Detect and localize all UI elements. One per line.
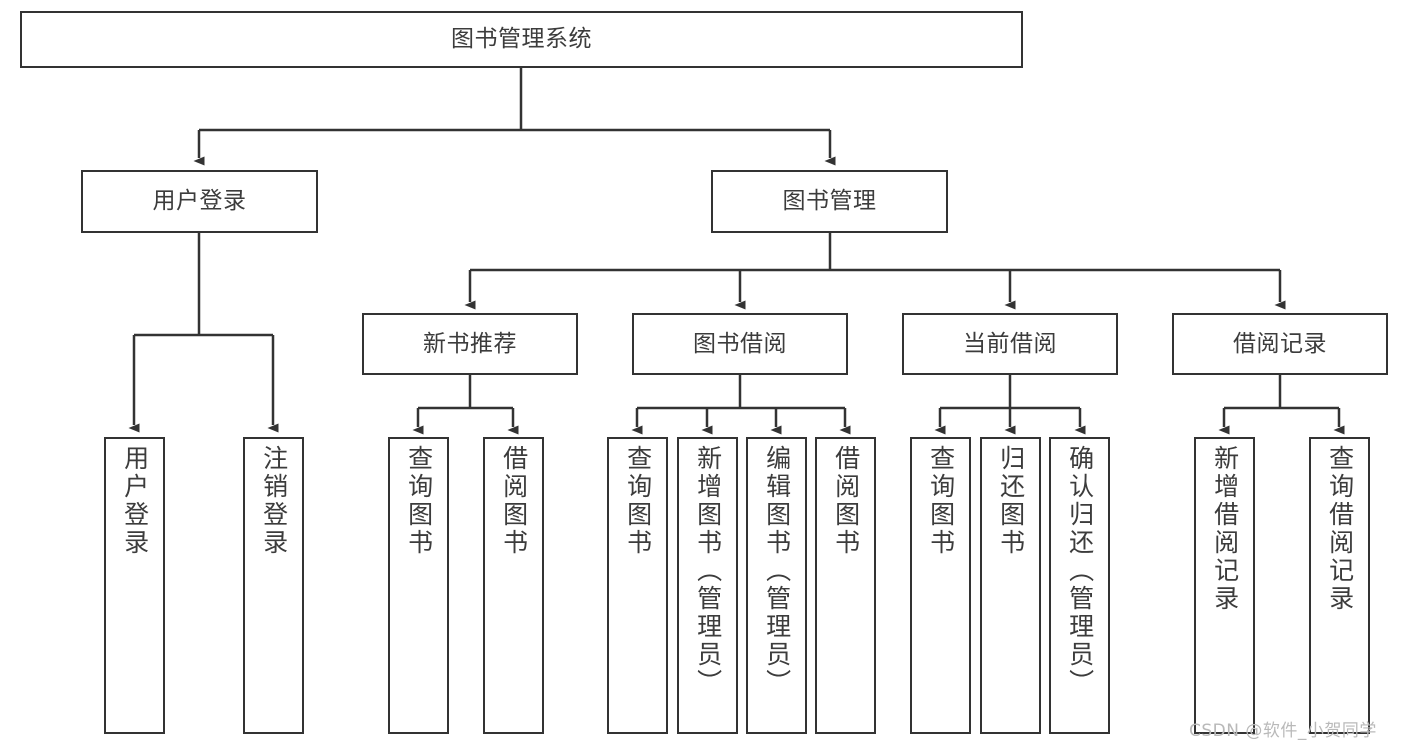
- node-leaf-br-add-label: 新增借阅记录: [1210, 445, 1240, 613]
- node-new-book-rec[interactable]: 新书推荐: [362, 313, 578, 375]
- node-book-borrow-label: 图书借阅: [693, 330, 787, 357]
- node-leaf-cb-return-label: 归还图书: [996, 445, 1026, 557]
- node-book-manage-label: 图书管理: [782, 188, 877, 215]
- node-user-login-label: 用户登录: [152, 188, 247, 215]
- node-leaf-bb-edit-label: 编辑图书（管理员）: [762, 445, 792, 697]
- node-leaf-rec-query-label: 查询图书: [404, 445, 434, 557]
- node-user-login[interactable]: 用户登录: [81, 170, 318, 233]
- node-leaf-logout[interactable]: 注销登录: [243, 437, 304, 734]
- node-leaf-br-query[interactable]: 查询借阅记录: [1309, 437, 1370, 734]
- node-current-borrow[interactable]: 当前借阅: [902, 313, 1118, 375]
- node-borrow-record-label: 借阅记录: [1233, 330, 1327, 357]
- node-leaf-cb-query[interactable]: 查询图书: [910, 437, 971, 734]
- node-leaf-br-query-label: 查询借阅记录: [1325, 445, 1355, 613]
- node-leaf-cb-confirm-label: 确认归还（管理员）: [1065, 445, 1095, 697]
- node-leaf-rec-query[interactable]: 查询图书: [388, 437, 449, 734]
- node-current-borrow-label: 当前借阅: [963, 330, 1057, 357]
- node-leaf-bb-borrow-label: 借阅图书: [831, 445, 861, 557]
- node-borrow-record[interactable]: 借阅记录: [1172, 313, 1388, 375]
- node-leaf-bb-query-label: 查询图书: [623, 445, 653, 557]
- node-leaf-logout-label: 注销登录: [259, 445, 289, 557]
- node-leaf-rec-borrow-label: 借阅图书: [499, 445, 529, 557]
- node-book-borrow[interactable]: 图书借阅: [632, 313, 848, 375]
- node-leaf-cb-confirm[interactable]: 确认归还（管理员）: [1049, 437, 1110, 734]
- node-leaf-bb-query[interactable]: 查询图书: [607, 437, 668, 734]
- node-leaf-user-login-label: 用户登录: [120, 445, 150, 557]
- node-leaf-rec-borrow[interactable]: 借阅图书: [483, 437, 544, 734]
- node-root[interactable]: 图书管理系统: [20, 11, 1023, 68]
- node-leaf-bb-add[interactable]: 新增图书（管理员）: [677, 437, 738, 734]
- node-leaf-cb-return[interactable]: 归还图书: [980, 437, 1041, 734]
- node-leaf-cb-query-label: 查询图书: [926, 445, 956, 557]
- node-book-manage[interactable]: 图书管理: [711, 170, 948, 233]
- node-root-label: 图书管理系统: [451, 26, 592, 53]
- node-leaf-br-add[interactable]: 新增借阅记录: [1194, 437, 1255, 734]
- csdn-watermark: CSDN @软件_小贺同学: [1189, 721, 1377, 741]
- node-new-book-rec-label: 新书推荐: [423, 330, 517, 357]
- node-leaf-bb-edit[interactable]: 编辑图书（管理员）: [746, 437, 807, 734]
- node-leaf-user-login[interactable]: 用户登录: [104, 437, 165, 734]
- node-leaf-bb-add-label: 新增图书（管理员）: [693, 445, 723, 697]
- node-leaf-bb-borrow[interactable]: 借阅图书: [815, 437, 876, 734]
